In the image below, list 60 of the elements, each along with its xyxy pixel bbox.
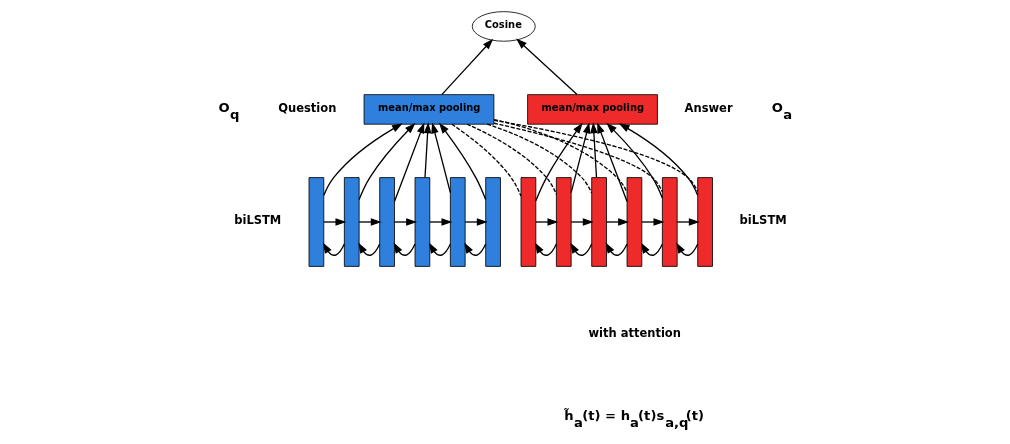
node-ellipse: Cosine: [471, 11, 536, 42]
arrow: [605, 242, 628, 256]
node-bar: [308, 177, 325, 267]
arrow: [393, 218, 417, 226]
arrow: [641, 218, 665, 226]
arrow: [597, 122, 628, 203]
node-box: mean/max pooling: [363, 94, 495, 125]
label: Question: [278, 100, 337, 115]
node-bar: [591, 177, 607, 267]
label: Answer: [684, 100, 733, 115]
node-bar: [520, 177, 537, 267]
node-bar: [555, 177, 572, 267]
arrow: [535, 122, 583, 202]
arrow: [606, 122, 663, 199]
connector: [493, 119, 699, 192]
arrow: [358, 122, 416, 201]
arrow: [464, 218, 488, 226]
node-bar: [343, 177, 360, 267]
arrow: [428, 242, 451, 256]
arrow: [640, 242, 663, 256]
arrow: [358, 218, 382, 226]
arrow: [322, 242, 345, 256]
arrow: [534, 242, 557, 256]
node-bar: [414, 177, 431, 267]
connector: [451, 123, 522, 197]
node-box: mean/max pooling: [527, 94, 658, 125]
arrow: [676, 218, 700, 226]
arrow: [358, 242, 381, 256]
arrow: [570, 218, 594, 226]
node-bar: [626, 177, 643, 267]
arrow: [570, 122, 591, 194]
node-bar: [697, 177, 713, 267]
node-bar: [449, 177, 466, 267]
arrow: [535, 218, 559, 226]
arrow: [605, 218, 629, 226]
arrow: [323, 123, 403, 196]
connector: [493, 122, 663, 193]
arrow: [323, 218, 347, 226]
node-bar: [661, 177, 678, 267]
node-bar: [485, 177, 501, 267]
arrow: [676, 242, 699, 256]
arrow: [618, 123, 699, 196]
arrow: [431, 122, 451, 194]
connector: [486, 123, 593, 194]
arrow: [570, 242, 593, 256]
arrow: [393, 242, 416, 256]
arrow: [516, 38, 578, 96]
arrow: [423, 122, 432, 178]
arrow: [393, 122, 425, 203]
label: biLSTM: [234, 213, 282, 228]
arrow: [464, 242, 487, 256]
connector: [493, 118, 628, 193]
label: biLSTM: [739, 213, 787, 228]
arrow: [429, 218, 453, 226]
arrow: [439, 122, 487, 201]
label: with attention: [588, 325, 681, 340]
arrow: [441, 38, 494, 96]
arrow: [590, 122, 598, 178]
node-bar: [379, 177, 395, 267]
connector: [466, 123, 557, 195]
